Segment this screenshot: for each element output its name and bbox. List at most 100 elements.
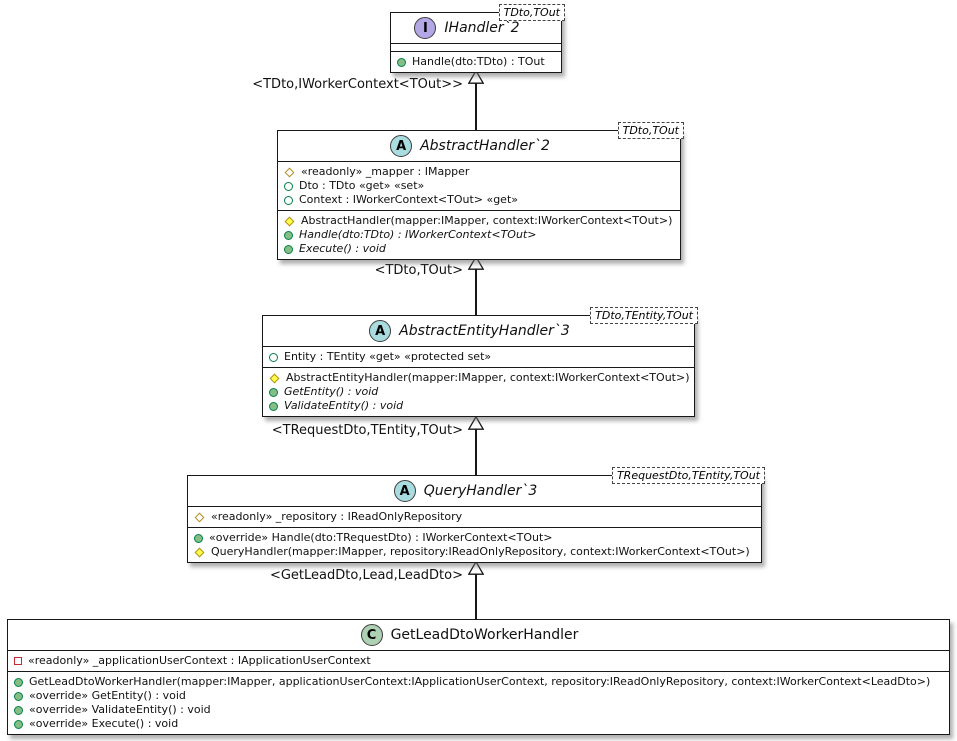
field-row: Entity : TEntity «get» «protected set» [269, 350, 688, 364]
public-method-icon [194, 533, 203, 543]
member-text: Entity : TEntity «get» «protected set» [284, 350, 492, 363]
inheritance-line [475, 268, 477, 315]
fields-compartment [391, 43, 561, 51]
field-row: «readonly» _applicationUserContext : IAp… [14, 654, 943, 668]
method-row: Handle(dto:TDto) : TOut [397, 55, 555, 69]
class-name: AbstractHandler`2 [420, 138, 550, 154]
public-method-icon [14, 691, 23, 701]
public-method-icon [397, 57, 406, 67]
class-title: A QueryHandler`3 [188, 476, 761, 506]
method-row: Execute() : void [284, 242, 674, 256]
member-text: «readonly» _mapper : IMapper [301, 165, 470, 178]
abstract-badge-icon: A [369, 320, 392, 342]
method-row: «override» ValidateEntity() : void [14, 703, 943, 717]
method-row: Handle(dto:TDto) : IWorkerContext<TOut> [284, 228, 674, 242]
method-row: AbstractHandler(mapper:IMapper, context:… [284, 214, 674, 228]
member-text: AbstractEntityHandler(mapper:IMapper, co… [286, 371, 690, 384]
public-field-icon [284, 195, 293, 205]
fields-compartment: Entity : TEntity «get» «protected set» [263, 346, 694, 367]
type-arguments-label: <GetLeadDto,Lead,LeadDto> [269, 568, 463, 583]
member-text: «override» GetEntity() : void [29, 689, 186, 702]
public-method-icon [14, 705, 23, 715]
class-title: A AbstractHandler`2 [278, 131, 680, 161]
public-field-icon [284, 181, 293, 191]
member-text: Dto : TDto «get» «set» [299, 179, 425, 192]
inheritance-triangle-icon [467, 560, 485, 575]
methods-compartment: AbstractEntityHandler(mapper:IMapper, co… [263, 367, 694, 416]
public-method-icon [14, 677, 23, 687]
template-parameters-tag: TDto,TEntity,TOut [590, 307, 698, 324]
public-method-icon [284, 244, 293, 254]
methods-compartment: AbstractHandler(mapper:IMapper, context:… [278, 210, 680, 259]
method-row: AbstractEntityHandler(mapper:IMapper, co… [269, 371, 690, 385]
member-text: AbstractHandler(mapper:IMapper, context:… [301, 214, 673, 227]
private-field-icon [14, 657, 22, 665]
protected-field-icon [284, 167, 295, 177]
method-row: «override» GetEntity() : void [14, 689, 943, 703]
abstract-badge-icon: A [393, 480, 416, 502]
method-row: QueryHandler(mapper:IMapper, repository:… [194, 545, 755, 559]
public-field-icon [269, 352, 278, 362]
protected-field-icon [194, 512, 205, 522]
protected-method-icon [194, 547, 205, 557]
public-method-icon [284, 230, 293, 240]
field-row: Dto : TDto «get» «set» [284, 179, 674, 193]
type-arguments-label: <TDto,TOut> [374, 263, 463, 278]
inheritance-line [475, 428, 477, 475]
class-name: QueryHandler`3 [423, 483, 538, 499]
inheritance-triangle-icon [467, 69, 485, 84]
inheritance-line [475, 82, 477, 130]
class-name: AbstractEntityHandler`3 [399, 323, 570, 339]
inheritance-line [475, 573, 477, 619]
template-parameters-tag: TDto,TOut [617, 122, 684, 139]
fields-compartment: «readonly» _repository : IReadOnlyReposi… [188, 506, 761, 527]
member-text: «override» ValidateEntity() : void [29, 703, 211, 716]
method-row: ValidateEntity() : void [269, 399, 688, 413]
member-text: ValidateEntity() : void [284, 399, 404, 412]
methods-compartment: Handle(dto:TDto) : TOut [391, 51, 561, 72]
member-text: Execute() : void [299, 242, 386, 255]
type-arguments-label: <TRequestDto,TEntity,TOut> [271, 423, 463, 438]
member-text: GetEntity() : void [284, 385, 379, 398]
field-row: Context : IWorkerContext<TOut> «get» [284, 193, 674, 207]
public-method-icon [14, 719, 23, 729]
methods-compartment: GetLeadDtoWorkerHandler(mapper:IMapper, … [8, 671, 949, 734]
member-text: «override» Execute() : void [29, 717, 179, 730]
member-text: Context : IWorkerContext<TOut> «get» [299, 193, 518, 206]
protected-method-icon [269, 373, 280, 383]
class-title: A AbstractEntityHandler`3 [263, 316, 694, 346]
member-text: GetLeadDtoWorkerHandler(mapper:IMapper, … [29, 675, 931, 688]
method-row: «override» Handle(dto:TRequestDto) : IWo… [194, 531, 755, 545]
protected-method-icon [284, 216, 295, 226]
member-text: «override» Handle(dto:TRequestDto) : IWo… [209, 531, 553, 544]
inheritance-triangle-icon [467, 255, 485, 270]
template-parameters-tag: TDto,TOut [498, 4, 565, 21]
inheritance-triangle-icon [467, 415, 485, 430]
template-parameters-tag: TRequestDto,TEntity,TOut [611, 467, 765, 484]
methods-compartment: «override» Handle(dto:TRequestDto) : IWo… [188, 527, 761, 562]
public-method-icon [269, 387, 278, 397]
member-text: QueryHandler(mapper:IMapper, repository:… [211, 545, 750, 558]
member-text: Handle(dto:TDto) : TOut [412, 55, 545, 68]
interface-badge-icon: I [414, 17, 437, 39]
method-row: GetEntity() : void [269, 385, 688, 399]
fields-compartment: «readonly» _applicationUserContext : IAp… [8, 650, 949, 671]
abstract-badge-icon: A [390, 135, 413, 157]
method-row: GetLeadDtoWorkerHandler(mapper:IMapper, … [14, 675, 943, 689]
class-name: GetLeadDtoWorkerHandler [390, 627, 579, 643]
member-text: Handle(dto:TDto) : IWorkerContext<TOut> [299, 228, 537, 241]
field-row: «readonly» _mapper : IMapper [284, 165, 674, 179]
public-method-icon [269, 401, 278, 411]
member-text: «readonly» _applicationUserContext : IAp… [28, 654, 371, 667]
method-row: «override» Execute() : void [14, 717, 943, 731]
member-text: «readonly» _repository : IReadOnlyReposi… [211, 510, 463, 523]
